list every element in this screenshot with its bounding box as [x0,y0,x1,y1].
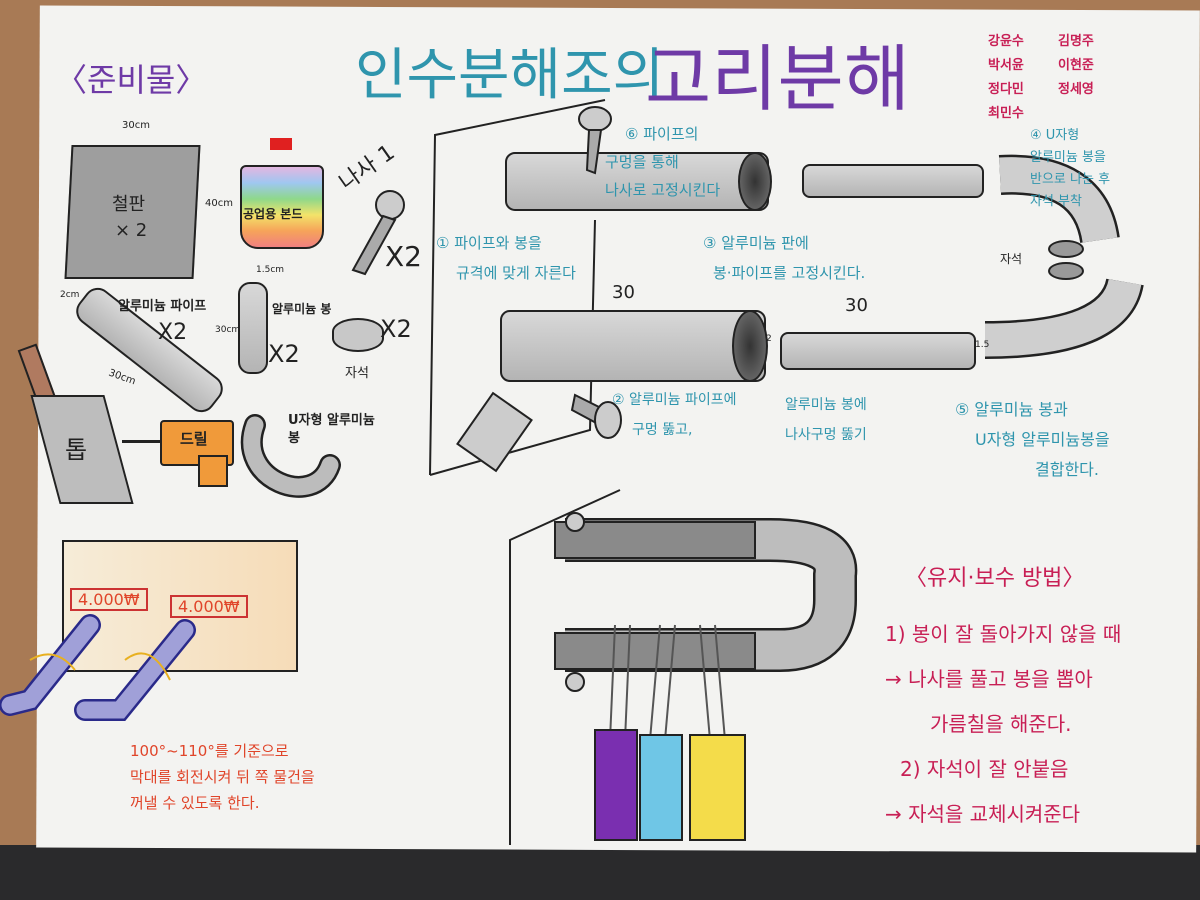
final-assembly-drawing [509,489,858,845]
member: 정세영 [1058,82,1094,97]
member: 강윤수 [988,34,1024,49]
step-line: ⑥ 파이프의 [625,125,699,143]
screw-icon [570,393,622,439]
member: 정다민 [988,82,1024,97]
bond-label: 공업용 본드 [243,207,303,221]
u-rod-half-bottom [984,277,1144,359]
rod-dimension: 30 [845,295,868,316]
maintenance-heading: 〈유지·보수 방법〉 [905,566,1085,591]
member: 이현준 [1058,58,1094,73]
materials-heading: 〈준비물〉 [55,61,208,99]
u-rod-half-top [998,154,1120,244]
pipe-step6 [505,152,769,211]
prototype-handles-drawing [0,614,196,721]
price-tag: 4.000₩ [170,595,248,618]
rod-step2 [780,332,976,370]
drill-label: 드릴 [180,430,208,448]
pricing-note: 100°~110°를 기준으로 막대를 회전시켜 뒤 쪽 물건을 꺼낼 수 있도… [130,738,315,816]
dimension-1-5: 1.5 [975,340,990,350]
drill-bit [122,440,162,443]
drill-handle [198,455,228,487]
maintenance-line: 2) 자석이 잘 안붙음 [900,757,1069,781]
step2b-text: 알루미늄 봉에 나사구멍 뚫기 [785,390,867,450]
rod-length: 30cm [215,325,241,335]
step-line: ① 파이프와 봉을 [436,234,542,252]
steel-plate-width: 30cm [122,120,150,131]
pipe-label: 알루미늄 파이프 [118,299,207,314]
pipe-dimension: 30 [612,282,635,303]
maintenance-line: → 나사를 풀고 봉을 뽑아 [885,667,1093,691]
step-line: 구멍을 통해 [605,153,679,171]
dimension-2: 2 [766,334,772,344]
step-line: 나사구멍 뚫기 [785,427,867,443]
note-line: 막대를 회전시켜 뒤 쪽 물건을 [130,768,315,786]
member: 김명주 [1058,34,1094,49]
maintenance-line: 1) 봉이 잘 돌아가지 않을 때 [885,622,1122,646]
rod-count: X2 [268,340,300,368]
screw-icon [578,106,612,175]
desk-background [0,845,1200,900]
rod-step4 [802,164,984,198]
step-line: 결합한다. [1035,460,1099,479]
screw-count: X2 [385,240,422,273]
step-line: ⑤ 알루미늄 봉과 [955,400,1068,419]
bond-bucket-drawing [240,165,324,249]
step-line: U자형 알루미늄봉을 [975,430,1110,449]
step-line: 봉·파이프를 고정시킨다. [713,264,866,282]
screw-icon [351,190,405,276]
maintenance-line: → 자석을 교체시켜준다 [885,802,1081,826]
magnet-count: X2 [380,315,412,343]
u-rod-drawing [241,414,341,498]
step-line: ② 알루미늄 파이프에 [612,392,737,408]
bucket-lid-icon [270,138,292,150]
steel-plate-label: 철판 [112,194,146,215]
aluminum-rod-drawing [238,282,268,374]
member: 최민수 [988,106,1024,121]
rod-label: 알루미늄 봉 [272,302,332,316]
note-line: 꺼낼 수 있도록 한다. [130,794,260,812]
title-part2: 고리분해 [645,37,910,121]
magnet-piece [1048,240,1084,258]
magnet-label: 자석 [345,366,369,381]
step-line: 자석 부착 [1030,194,1082,209]
note-line: 100°~110°를 기준으로 [130,742,289,760]
member: 박서윤 [988,58,1024,73]
pipe-opening [738,152,772,211]
saw-label: 톱 [65,436,88,464]
pipe-step2 [500,310,766,382]
u-rod-label: U자형 알루미늄 봉 [288,413,375,446]
step3-text: ③ 알루미늄 판에 봉·파이프를 고정시킨다. [703,228,865,288]
maintenance-line: 가름칠을 해준다. [930,712,1072,736]
pipe-opening [732,310,768,382]
step-line: 구멍 뚫고, [632,422,693,438]
step-line: ③ 알루미늄 판에 [703,234,809,252]
magnet-callout-label: 자석 [1000,252,1023,266]
price-tag: 4.000₩ [70,588,148,611]
step6-text: ⑥ 파이프의 구멍을 통해 나사로 고정시킨다 [605,120,720,204]
pipe-diameter: 2cm [60,290,80,300]
step1-text: ① 파이프와 봉을 규격에 맞게 자른다 [436,228,576,288]
step-line: 반으로 나눈 후 [1030,172,1111,187]
step4-text: ④ U자형 알루미늄 봉을 반으로 나눈 후 자석 부착 [1030,125,1110,213]
magnet-drawing [332,318,384,352]
step-line: 알루미늄 봉에 [785,397,867,413]
step5-text: ⑤ 알루미늄 봉과 U자형 알루미늄봉을 결합한다. [955,395,1110,485]
magnet-piece [1048,262,1084,280]
rod-diameter: 1.5cm [256,265,285,275]
pipe-count: X2 [158,320,188,345]
step-line: ④ U자형 [1030,128,1080,143]
step-line: 규격에 맞게 자른다 [456,264,576,282]
step-line: 나사로 고정시킨다 [605,181,721,199]
step-line: 알루미늄 봉을 [1030,150,1106,165]
maintenance-list: 1) 봉이 잘 돌아가지 않을 때 → 나사를 풀고 봉을 뽑아 가름칠을 해준… [885,612,1121,837]
title-part1: 인수분해조의 [355,43,665,108]
step2-text: ② 알루미늄 파이프에 구멍 뚫고, [612,385,737,445]
steel-plate-count: × 2 [115,220,148,241]
steel-plate-height: 40cm [205,198,233,209]
